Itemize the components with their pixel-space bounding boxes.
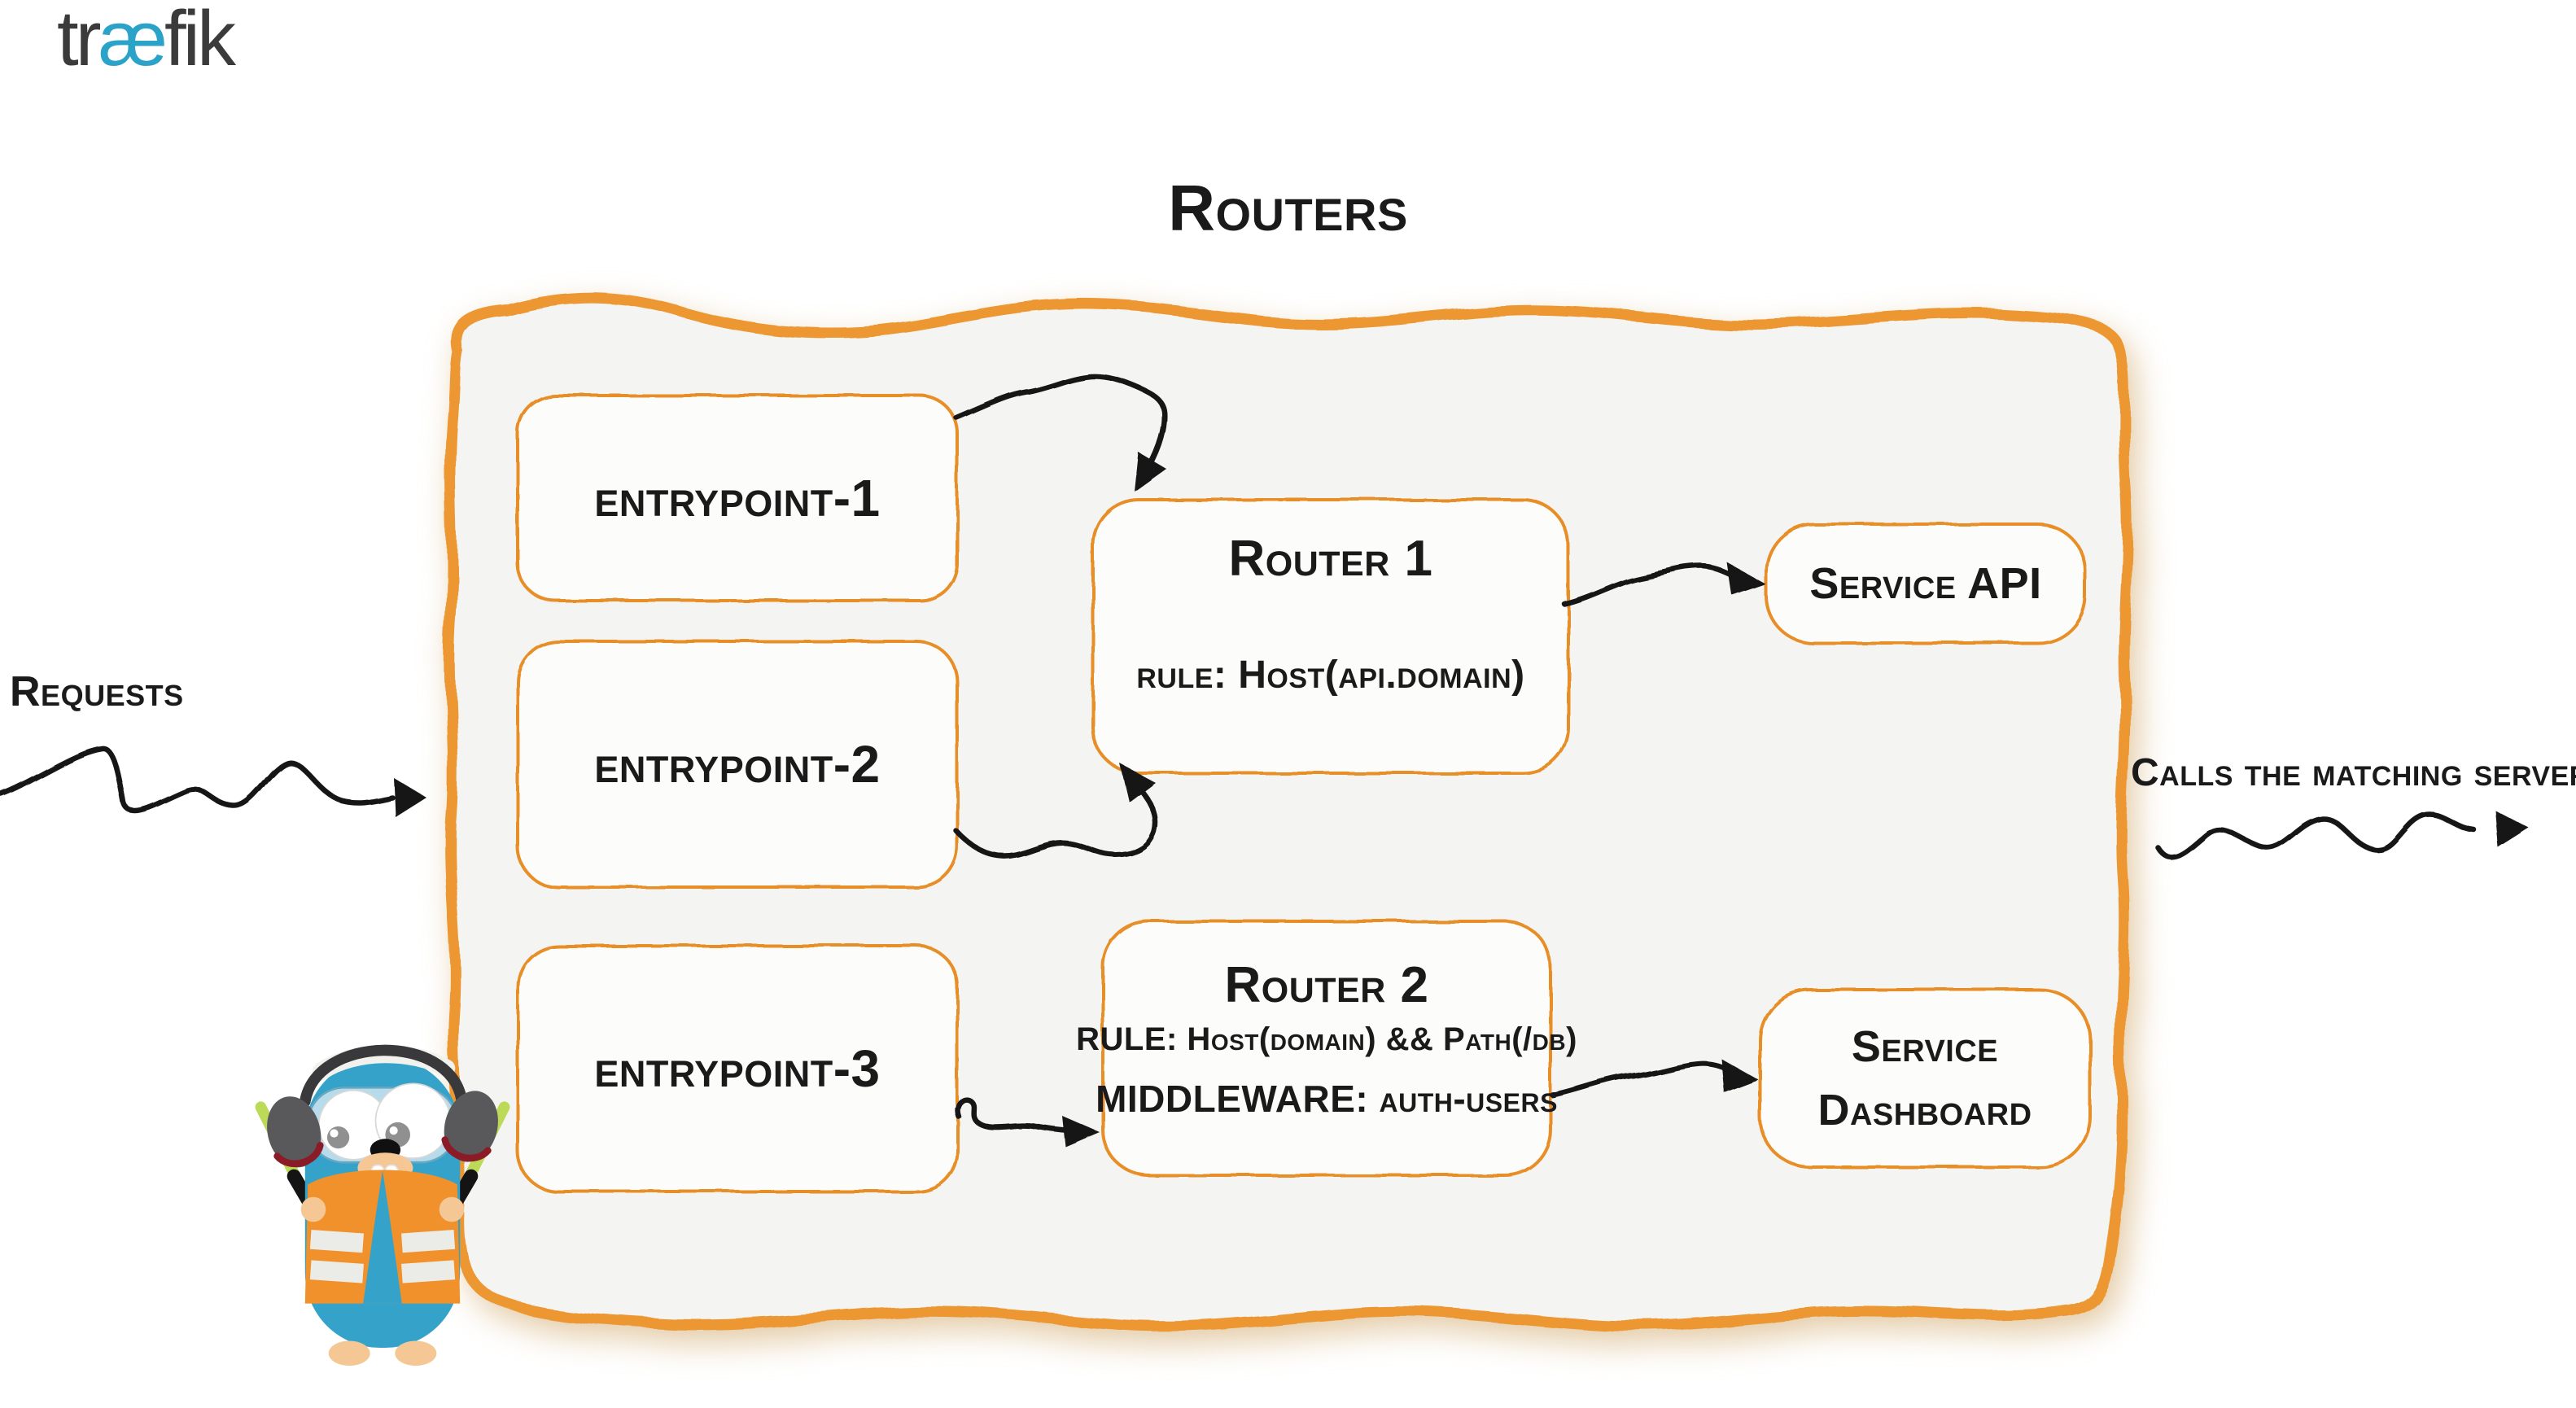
- mascot-pupil-right-shine: [389, 1126, 398, 1135]
- requests-label: Requests: [10, 668, 184, 715]
- entrypoint-1-label: entrypoint-1: [594, 469, 881, 527]
- entrypoint-2-label: entrypoint-2: [594, 735, 881, 794]
- router-2-rule: RULE: Host(domain) && Path(/db): [1076, 1021, 1577, 1057]
- service-api-label: Service API: [1809, 559, 2042, 608]
- service-dashboard-line-1: Service: [1851, 1022, 1999, 1071]
- mascot-hand-right: [439, 1196, 465, 1222]
- traefik-mascot: [255, 1044, 510, 1366]
- service-dashboard-line-2: Dashboard: [1817, 1086, 2032, 1135]
- service-dashboard-label: Service Dashboard: [1760, 990, 2090, 1167]
- router-1-rule: rule: Host(api.domain): [1136, 654, 1525, 697]
- service-api-box: [1765, 523, 2087, 645]
- entrypoint-2-box: [516, 640, 959, 889]
- mascot-hand-left: [300, 1196, 326, 1222]
- mascot-vest: [304, 1170, 461, 1304]
- router-1-box: [1091, 498, 1570, 775]
- arrow-calls-out: [2155, 811, 2530, 861]
- arrow-entrypoint3-to-router2: [955, 1096, 1100, 1148]
- arrow-router1-to-service-api: [1561, 562, 1765, 607]
- mascot-pupil-left-shine: [330, 1129, 339, 1138]
- wordmark-fik: fik: [164, 0, 236, 82]
- calls-label: Calls the matching server: [2131, 751, 2576, 794]
- router-2-middleware: MIDDLEWARE: auth-users: [1096, 1078, 1558, 1120]
- entrypoint-3-label: entrypoint-3: [594, 1039, 881, 1098]
- diagram-title: Routers: [1168, 172, 1408, 244]
- arrow-requests-in: [0, 746, 426, 817]
- mascot-foot-right: [395, 1340, 437, 1366]
- wordmark-ae: æ: [98, 0, 168, 82]
- traefik-wordmark: træfik: [0, 0, 290, 78]
- router-2-box: [1101, 920, 1552, 1177]
- arrow-entrypoint2-to-router1: [954, 763, 1158, 859]
- router-2-title: Router 2: [1224, 957, 1429, 1013]
- arrow-entrypoint1-to-router1: [954, 374, 1167, 492]
- mascot-headphones: [267, 1044, 498, 1168]
- service-dashboard-box: [1758, 988, 2092, 1169]
- wordmark-tr: tr: [57, 0, 102, 82]
- mascot-foot-left: [328, 1340, 370, 1366]
- arrow-router2-to-service-dashboard: [1550, 1058, 1758, 1099]
- mascot-pupil-left: [327, 1126, 350, 1149]
- entrypoint-1-box: [516, 394, 959, 602]
- router-1-title: Router 1: [1228, 531, 1433, 587]
- entrypoint-3-box: [516, 944, 959, 1193]
